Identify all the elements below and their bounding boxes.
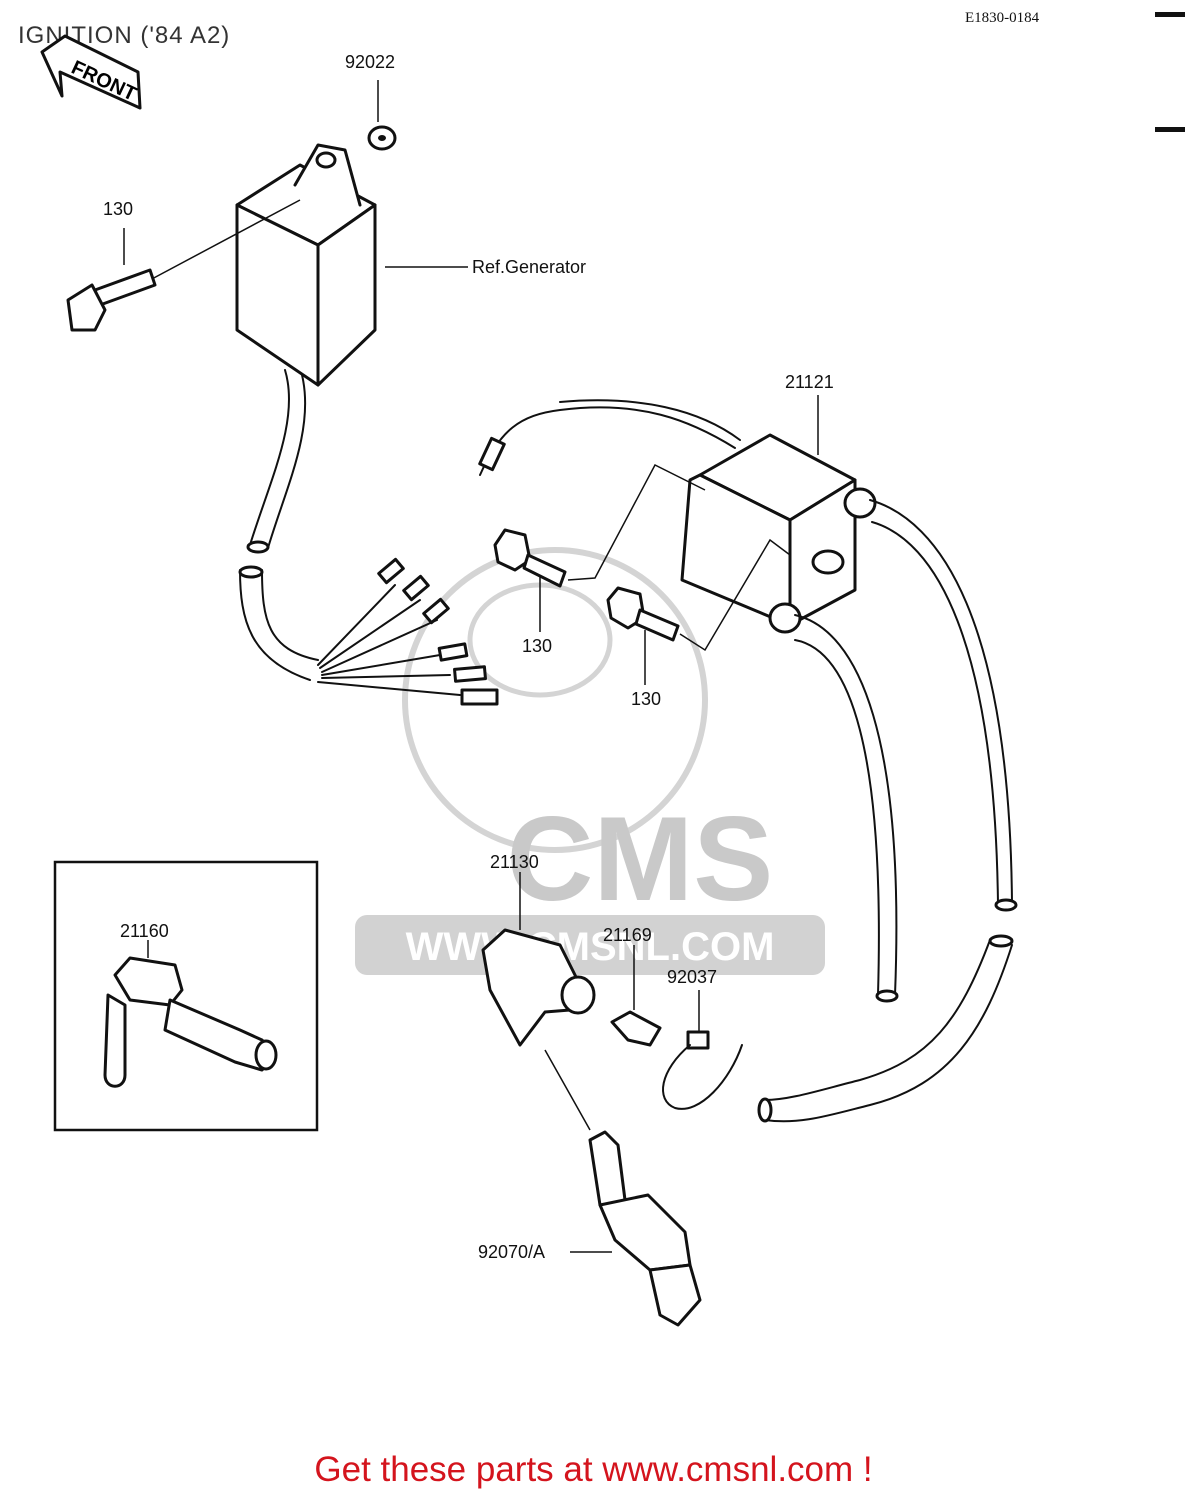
wire-harness — [238, 557, 499, 706]
label-92037: 92037 — [667, 967, 717, 987]
margin-marks — [1155, 12, 1185, 132]
inset-box — [53, 860, 319, 1132]
plug-cap-21130 — [481, 872, 596, 1131]
label-21169: 21169 — [603, 925, 652, 945]
washer-92022 — [367, 80, 397, 151]
label-21160: 21160 — [120, 921, 169, 941]
label-130-coil-bolt-b: 130 — [631, 689, 661, 709]
footer-cta-link[interactable]: Get these parts at www.cmsnl.com ! — [314, 1450, 873, 1489]
spark-plug-92070a — [570, 1130, 702, 1327]
band-92037 — [662, 990, 743, 1110]
watermark-url: WWW.CMSNL.COM — [406, 925, 775, 969]
label-130-coil-bolt-a: 130 — [522, 636, 552, 656]
cdi-unit — [235, 143, 468, 554]
bolt-130-coil-b — [606, 538, 791, 685]
front-arrow: FRONT — [40, 34, 142, 110]
bolt-130-cdi — [66, 199, 301, 332]
clamp-21169 — [610, 945, 662, 1047]
label-92070a: 92070/A — [478, 1242, 545, 1262]
label-92022: 92022 — [345, 52, 395, 72]
document-id: E1830-0184 — [965, 10, 1040, 26]
label-21130: 21130 — [490, 852, 539, 872]
watermark: CMS WWW.CMSNL.COM — [355, 547, 825, 975]
label-ref-generator: Ref.Generator — [472, 257, 586, 277]
ignition-coil-21121 — [478, 395, 1018, 1123]
label-21121: 21121 — [785, 372, 834, 392]
label-130-cdi-bolt: 130 — [103, 199, 133, 219]
watermark-brand: CMS — [507, 792, 774, 926]
bolt-130-coil-a — [493, 464, 706, 632]
